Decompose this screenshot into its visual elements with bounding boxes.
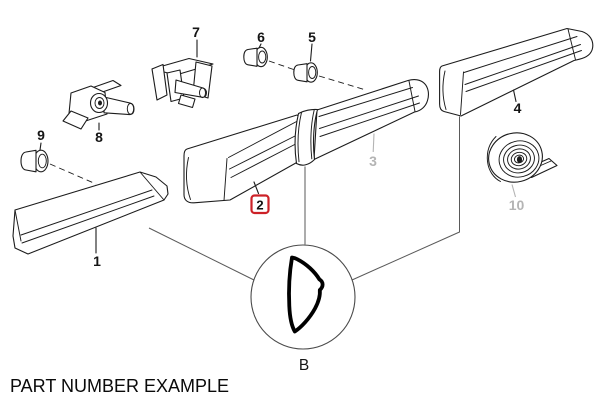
part-9-pointer-dashed (49, 163, 97, 185)
band-edge (297, 112, 302, 163)
detail-circle (250, 244, 356, 350)
part-1-label[interactable]: 1 (93, 253, 101, 269)
detail-view-label: B (299, 357, 309, 374)
clip-block (177, 94, 196, 109)
part-3-leader (372, 133, 375, 153)
part-5-label[interactable]: 5 (308, 29, 316, 45)
page-caption: PART NUMBER EXAMPLE (10, 376, 229, 396)
part-2-moulding: 2 (183, 114, 303, 215)
roll-coil (510, 151, 528, 167)
part-10-label[interactable]: 10 (509, 197, 525, 213)
part-7-clip: 7 (151, 24, 214, 109)
part-10-leader (511, 184, 517, 198)
part-6-leader (258, 43, 262, 49)
detail-callout: B (148, 116, 460, 374)
clip-pin-cap (126, 102, 135, 115)
part-6-label[interactable]: 6 (257, 29, 265, 45)
roll-coil (498, 140, 540, 178)
moulding-outline (439, 27, 594, 117)
grommet-body (243, 47, 258, 67)
groove-line (465, 50, 582, 92)
part-5-leader (309, 43, 313, 62)
part-7-label[interactable]: 7 (192, 24, 200, 40)
groove-line (20, 189, 153, 236)
clip-boss-inner (94, 97, 105, 109)
top-face-line (463, 36, 578, 73)
part-3-moulding: 3 (313, 79, 429, 169)
part-5-pointer-dashed (318, 75, 367, 91)
part-2-highlight-box[interactable] (250, 194, 270, 215)
part-3-label[interactable]: 3 (369, 153, 377, 169)
grommet-body (293, 63, 308, 83)
end-face-crease (442, 70, 447, 110)
groove-line (230, 141, 300, 178)
part-9-label[interactable]: 9 (37, 127, 45, 143)
part-4-moulding: 4 (439, 27, 594, 117)
top-face-line (228, 120, 299, 158)
grommet-body (20, 149, 37, 173)
end-cap-crease (567, 28, 576, 61)
part-6-grommet: 6 (243, 29, 296, 71)
groove-line (21, 195, 155, 244)
groove-line (229, 133, 300, 170)
part-8-label[interactable]: 8 (95, 129, 103, 145)
roll-outline (488, 132, 543, 183)
part-2-leader (253, 181, 260, 195)
end-face-crease (186, 157, 191, 200)
joint-cover-band (294, 108, 319, 166)
end-crease (14, 209, 22, 242)
roll-coil (503, 144, 535, 174)
part-5-grommet: 5 (293, 29, 367, 91)
top-face-line (318, 87, 413, 117)
part-9-grommet: 9 (20, 127, 97, 185)
cross-section-profile (287, 255, 325, 334)
clip-pin (103, 96, 135, 116)
groove-line (319, 95, 419, 129)
moulding-outline (12, 171, 169, 255)
detail-leader-from-part-4 (351, 116, 460, 281)
part-4-label[interactable]: 4 (514, 100, 522, 116)
part-9-leader (39, 142, 42, 151)
clip-pin-cap (199, 87, 206, 99)
grommet-bore (37, 153, 47, 169)
clip-boss-center (98, 100, 102, 106)
part-8-clip: 8 (62, 79, 135, 145)
band-edge (310, 109, 315, 160)
part-4-leader (512, 89, 517, 103)
end-face-boundary (223, 158, 228, 201)
groove-line (464, 44, 581, 85)
part-10-tape-roll: 10 (486, 132, 558, 213)
grommet-bore (258, 50, 267, 64)
clip-tab (151, 63, 168, 101)
end-cap-crease (408, 80, 416, 112)
clip-wing (62, 110, 89, 130)
detail-leader-from-part-1 (148, 227, 255, 281)
grommet-bore (308, 66, 317, 79)
end-face-boundary (460, 71, 464, 115)
roll-core (516, 156, 523, 163)
part-2-label[interactable]: 2 (256, 198, 263, 213)
moulding-outline (183, 114, 303, 204)
groove-line (319, 102, 420, 137)
roll-coil (507, 148, 531, 170)
part-1-moulding: 1 (12, 171, 169, 269)
roll-side-edge (486, 136, 501, 182)
end-crease (139, 171, 165, 201)
part-6-pointer-dashed (268, 60, 296, 71)
